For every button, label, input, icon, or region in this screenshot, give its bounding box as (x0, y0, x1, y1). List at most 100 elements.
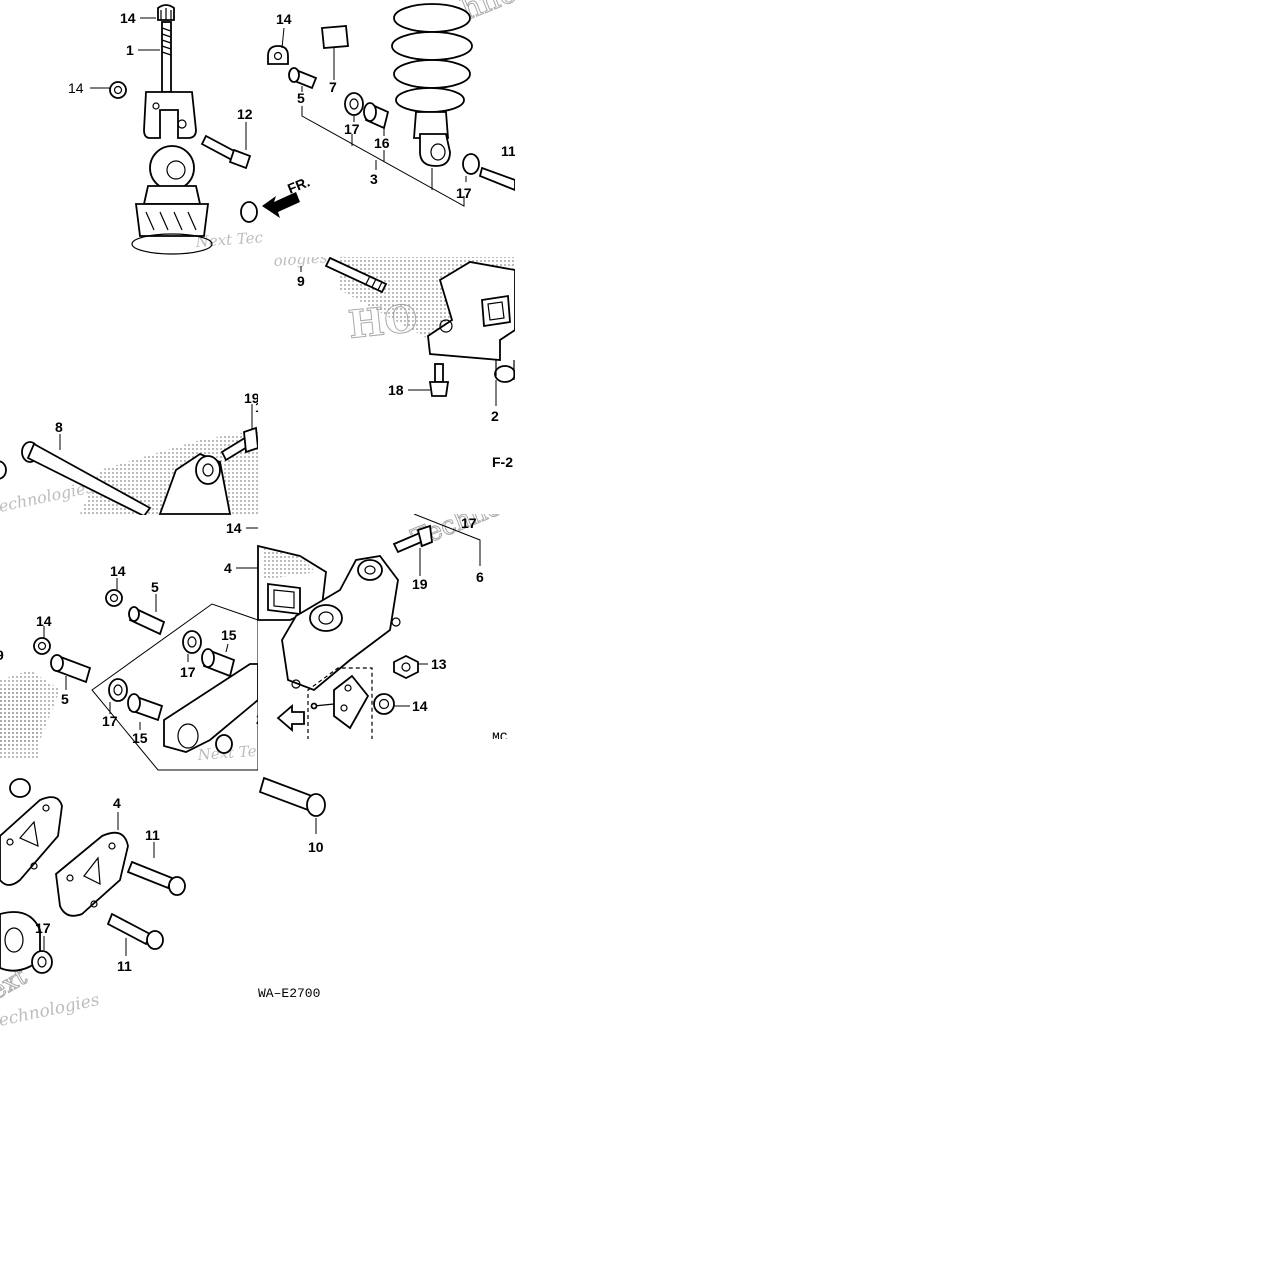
dust-seal-part (182, 630, 202, 654)
callout-17-e: 17 (461, 515, 477, 531)
stud-bolt-part (143, 21, 197, 139)
shaft-part (324, 257, 388, 294)
coil-spring (391, 3, 473, 167)
detail-inset (307, 667, 373, 739)
callout-17-upper: 17 (180, 664, 196, 680)
callout-19: 19 (244, 390, 260, 406)
linkage-bracket (158, 452, 232, 515)
long-bolt-part (478, 166, 515, 191)
socket-bolt-part (258, 776, 314, 812)
brand-watermark: HO (346, 295, 419, 347)
panel-linkage-arm: Next Te (0, 520, 272, 771)
front-direction-arrow: FR. (262, 173, 312, 218)
bolt-part (200, 134, 252, 170)
flange-bolt-part (428, 363, 450, 397)
callout-4-f: 4 (113, 795, 121, 811)
callout-14-e: 14 (412, 698, 428, 714)
dust-seal-part (31, 950, 53, 974)
reference-code: F-2 (492, 454, 513, 470)
panel-shock-link: Techno (257, 514, 508, 745)
nut-part (393, 654, 419, 680)
callout-8: 8 (55, 419, 63, 435)
callout-16: 16 (374, 135, 390, 151)
watermark-text-2: echnologies (0, 990, 102, 1031)
collar-part-2 (50, 654, 92, 684)
cap-nut-part (267, 45, 289, 65)
nut-part (9, 778, 31, 798)
watermark-text: ologies (273, 248, 328, 270)
callout-2: 2 (491, 408, 499, 424)
socket-bolt-head (306, 793, 326, 817)
callout-14-nut: 14 (110, 563, 126, 579)
callout-11-right: 11 (501, 143, 516, 159)
callout-3: 3 (370, 171, 378, 187)
bolt-head-part (416, 524, 433, 548)
callout-9-partial: 9 (0, 647, 4, 663)
reference-code: WA–E2700 (258, 986, 320, 1001)
dust-seal-part-2 (108, 678, 128, 702)
callout-12: 12 (237, 106, 253, 122)
callout-13: 13 (431, 656, 447, 672)
callout-6: 6 (476, 569, 484, 585)
callout-7: 7 (329, 79, 337, 95)
watermark-text-3: nologies (258, 764, 322, 784)
nut-part (105, 589, 123, 607)
callout-4-d: 4 (224, 560, 232, 576)
callout-14-left: 14 (36, 613, 52, 629)
callout-5-top: 5 (151, 579, 159, 595)
callout-1-partial: 1 (255, 399, 263, 415)
callout-14-top: 14 (120, 10, 136, 26)
nut-part-2 (373, 693, 395, 715)
end-nut-part (215, 734, 233, 754)
callout-17-b: 17 (456, 185, 472, 201)
panel-rear-shock-top: Techno Next Tec (68, 0, 516, 255)
nut-part (109, 81, 127, 99)
shock-arm-part (281, 555, 401, 692)
flange-nut-part (157, 4, 175, 21)
callout-5: 5 (297, 90, 305, 106)
direction-arrow (276, 704, 305, 732)
bushing-part (201, 648, 236, 678)
reference-code: 25 (256, 711, 272, 727)
callout-14-cap: 14 (276, 11, 292, 27)
bushing-part (363, 102, 390, 130)
pivot-bolt-part (21, 441, 152, 515)
partial-nut (0, 460, 7, 480)
reference-code: MC (492, 730, 508, 745)
dust-seal-part (344, 92, 364, 116)
collar-sleeve-part (288, 67, 318, 90)
callout-19-e: 19 (412, 576, 428, 592)
collar-part (240, 201, 258, 223)
callout-15-lower: 15 (132, 730, 148, 746)
callout-17-lower: 17 (102, 713, 118, 729)
callout-9: 9 (297, 273, 305, 289)
callout-10: 10 (308, 839, 324, 855)
frame-bracket (427, 261, 515, 383)
cap-nut-part (261, 448, 279, 468)
callout-14-side: 14 (68, 80, 84, 96)
nut-part-2 (33, 637, 51, 655)
flange-bolt-part-2 (106, 912, 164, 950)
shock-absorber-top (131, 145, 213, 255)
link-plate-part (0, 796, 63, 886)
arrow-label: FR. (285, 173, 312, 196)
callout-11-lower: 11 (117, 958, 132, 974)
link-plate-part-2 (55, 831, 129, 917)
linkage-arm (163, 663, 258, 753)
label-plate-part (321, 25, 349, 49)
callout-15-upper: 15 (221, 627, 237, 643)
callout-14-top-d: 14 (226, 520, 242, 536)
callout-5-lower: 5 (61, 691, 69, 707)
bushing-part-2 (127, 693, 164, 722)
callout-1: 1 (126, 42, 134, 58)
panel-frame-mount: HO ologies 9 18 2 F-2 (273, 248, 515, 470)
callout-18: 18 (388, 382, 404, 398)
nut-part (243, 426, 258, 454)
flange-bolt-part (126, 860, 186, 896)
callout-11-upper: 11 (145, 827, 160, 843)
washer-part (462, 153, 480, 175)
callout-17-a: 17 (344, 121, 360, 137)
socket-bolt-group: 10 WA–E2700 (258, 776, 326, 1001)
callout-17-f: 17 (35, 920, 51, 936)
